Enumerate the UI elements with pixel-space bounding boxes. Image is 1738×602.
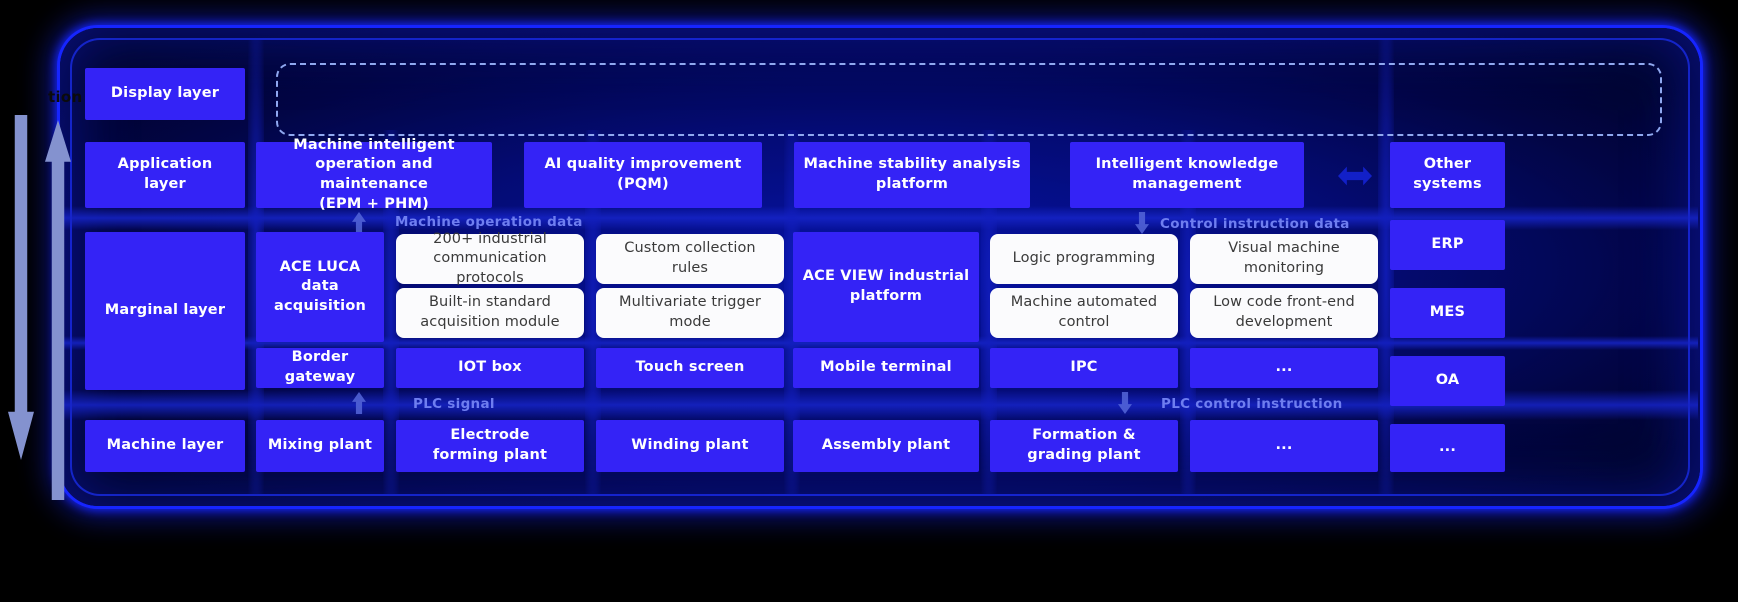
marginal-card-machine-automated-control[interactable]: Machine automated control xyxy=(990,288,1178,338)
bidirectional-arrow-icon xyxy=(1338,166,1372,186)
device-box-touch-screen[interactable]: Touch screen xyxy=(596,348,784,388)
device-box-iot-box[interactable]: IOT box xyxy=(396,348,584,388)
machine-box-formation-grading-plant[interactable]: Formation & grading plant xyxy=(990,420,1178,472)
marginal-card-builtin-acquisition-module[interactable]: Built-in standard acquisition module xyxy=(396,288,584,338)
layer-box-marginal[interactable]: Marginal layer xyxy=(85,232,245,390)
right-box-oa[interactable]: OA xyxy=(1390,356,1505,406)
device-box-mobile-terminal[interactable]: Mobile terminal xyxy=(793,348,979,388)
layer-box-display[interactable]: Display layer xyxy=(85,68,245,120)
device-box-border-gateway[interactable]: Border gateway xyxy=(256,348,384,388)
marginal-card-low-code-development[interactable]: Low code front-end development xyxy=(1190,288,1378,338)
machine-operation-data-label: Machine operation data xyxy=(395,214,583,230)
control-instruction-data-label: Control instruction data xyxy=(1160,216,1350,232)
marginal-card-multivariate-trigger-mode[interactable]: Multivariate trigger mode xyxy=(596,288,784,338)
machine-box-mixing-plant[interactable]: Mixing plant xyxy=(256,420,384,472)
app-box-machine-intelligent-om[interactable]: Machine intelligent operation and mainte… xyxy=(256,137,492,212)
machine-box-winding-plant[interactable]: Winding plant xyxy=(596,420,784,472)
right-box-mes[interactable]: MES xyxy=(1390,288,1505,338)
marginal-card-logic-programming[interactable]: Logic programming xyxy=(990,234,1178,284)
device-box-ipc[interactable]: IPC xyxy=(990,348,1178,388)
marginal-card-custom-collection-rules[interactable]: Custom collection rules xyxy=(596,234,784,284)
app-box-intelligent-knowledge-management[interactable]: Intelligent knowledge management xyxy=(1070,142,1304,208)
layer-box-application[interactable]: Application layer xyxy=(85,142,245,208)
plc-control-instruction-label: PLC control instruction xyxy=(1161,396,1343,412)
downward-flow-arrow xyxy=(8,115,34,460)
app-box-machine-stability-analysis[interactable]: Machine stability analysis platform xyxy=(794,142,1030,208)
plc-signal-label: PLC signal xyxy=(413,396,495,412)
marginal-box-ace-view[interactable]: ACE VIEW industrial platform xyxy=(793,232,979,342)
app-box-other-systems[interactable]: Other systems xyxy=(1390,142,1505,208)
device-box-more[interactable]: ... xyxy=(1190,348,1378,388)
layer-box-machine[interactable]: Machine layer xyxy=(85,420,245,472)
marginal-card-visual-machine-monitoring[interactable]: Visual machine monitoring xyxy=(1190,234,1378,284)
machine-box-electrode-forming-plant[interactable]: Electrode forming plant xyxy=(396,420,584,472)
clipped-side-label: tion xyxy=(48,88,83,106)
right-box-more[interactable]: ... xyxy=(1390,424,1505,472)
marginal-box-ace-luca[interactable]: ACE LUCA data acquisition xyxy=(256,232,384,342)
right-box-erp[interactable]: ERP xyxy=(1390,220,1505,270)
marginal-card-industrial-protocols[interactable]: 200+ industrial communication protocols xyxy=(396,231,584,286)
machine-box-assembly-plant[interactable]: Assembly plant xyxy=(793,420,979,472)
app-box-ai-quality-improvement[interactable]: AI quality improvement (PQM) xyxy=(524,142,762,208)
machine-box-more[interactable]: ... xyxy=(1190,420,1378,472)
